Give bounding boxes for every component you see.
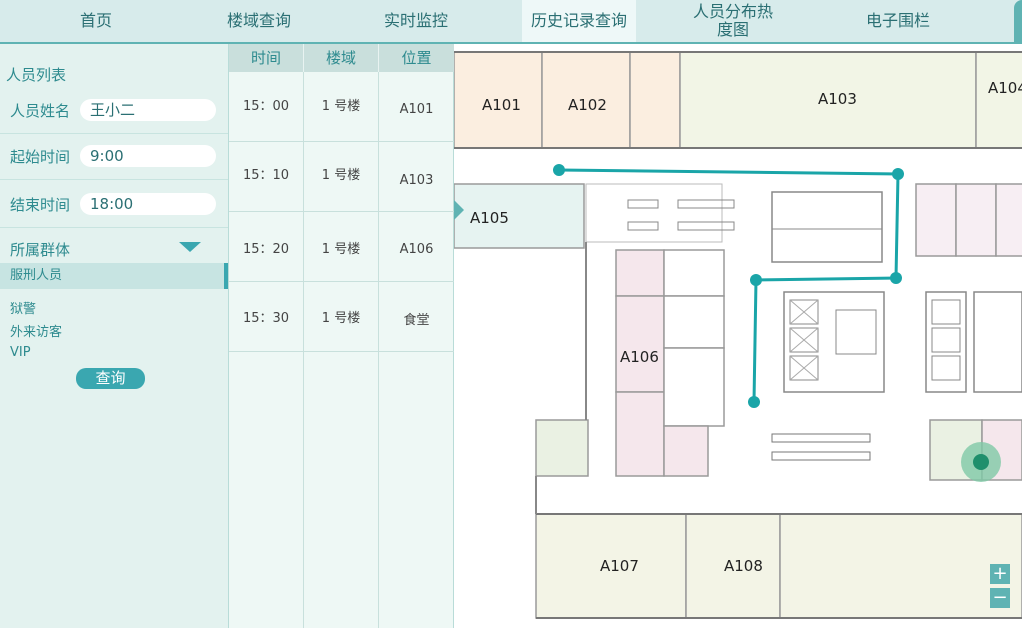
- cell-time: 15：20: [229, 212, 304, 282]
- column-divider: [303, 352, 304, 628]
- table-row[interactable]: 15：30 1 号楼 食堂: [229, 282, 454, 352]
- query-button[interactable]: 查询: [76, 368, 145, 389]
- room-label-a105: A105: [470, 209, 509, 227]
- current-position-marker[interactable]: [973, 454, 989, 470]
- room-label-a108: A108: [724, 557, 763, 575]
- table-header: 时间 楼域 位置: [229, 44, 454, 72]
- end-time-input[interactable]: [80, 193, 216, 215]
- section-title: 人员列表: [6, 66, 67, 84]
- name-label: 人员姓名: [10, 102, 71, 120]
- tab-building-query[interactable]: 楼域查询: [226, 11, 291, 30]
- name-row: 人员姓名: [0, 88, 228, 134]
- history-table: 时间 楼域 位置 15：00 1 号楼 A101 15：10 1 号楼 A103…: [229, 44, 454, 628]
- column-header-location: 位置: [401, 49, 432, 67]
- track-point[interactable]: [892, 168, 904, 180]
- group-item-vip[interactable]: VIP: [10, 345, 31, 360]
- room-label-a107: A107: [600, 557, 639, 575]
- track-point[interactable]: [748, 396, 760, 408]
- room-label-a104: A104: [988, 79, 1022, 97]
- group-item-guard[interactable]: 狱警: [10, 302, 37, 317]
- floor-plan-drawing: A101 A102 A103 A104 A105 A106 A107 A108: [454, 51, 1022, 619]
- room-a102b-shape: [629, 51, 681, 149]
- cell-building: 1 号楼: [304, 72, 379, 142]
- nav-corner-decoration: [1014, 0, 1022, 42]
- tab-geofence[interactable]: 电子围栏: [865, 11, 930, 30]
- tab-home[interactable]: 首页: [79, 11, 112, 30]
- room-a105-shape[interactable]: [454, 183, 585, 249]
- room-a106-shape[interactable]: [615, 295, 665, 393]
- track-point[interactable]: [890, 272, 902, 284]
- room-label-a102: A102: [568, 96, 607, 114]
- room-a108-shape[interactable]: [685, 513, 781, 619]
- cell-building: 1 号楼: [304, 282, 379, 352]
- group-item-inmate[interactable]: 服刑人员: [0, 263, 228, 289]
- cell-time: 15：30: [229, 282, 304, 352]
- room-a104-shape[interactable]: [975, 51, 1022, 149]
- group-item-visitor[interactable]: 外来访客: [10, 325, 63, 340]
- tab-heatmap[interactable]: 人员分布热度图: [692, 2, 773, 39]
- track-point[interactable]: [750, 274, 762, 286]
- top-nav: 首页 楼域查询 实时监控 历史记录查询 人员分布热度图 电子围栏: [0, 0, 1022, 44]
- cell-time: 15：00: [229, 72, 304, 142]
- zoom-out-button[interactable]: −: [990, 588, 1010, 608]
- zoom-in-button[interactable]: +: [990, 564, 1010, 584]
- floor-map[interactable]: A101 A102 A103 A104 A105 A106 A107 A108 …: [454, 44, 1022, 628]
- cell-building: 1 号楼: [304, 142, 379, 212]
- column-divider: [378, 352, 379, 628]
- tab-history-query[interactable]: 历史记录查询: [522, 0, 636, 42]
- cell-building: 1 号楼: [304, 212, 379, 282]
- cell-location: A103: [399, 173, 434, 188]
- table-row[interactable]: 15：00 1 号楼 A101: [229, 72, 454, 142]
- column-header-building: 楼域: [304, 44, 379, 72]
- room-a107-shape[interactable]: [535, 513, 687, 619]
- room-label-a101: A101: [482, 96, 521, 114]
- table-row[interactable]: 15：20 1 号楼 A106: [229, 212, 454, 282]
- table-row[interactable]: 15：10 1 号楼 A103: [229, 142, 454, 212]
- start-time-row: 起始时间: [0, 134, 228, 180]
- start-time-input[interactable]: [80, 145, 216, 167]
- column-header-time: 时间: [229, 44, 304, 72]
- tab-realtime-monitor[interactable]: 实时监控: [383, 11, 448, 30]
- track-point[interactable]: [553, 164, 565, 176]
- room-label-a106: A106: [620, 348, 659, 366]
- chevron-down-icon[interactable]: [179, 242, 201, 252]
- group-title: 所属群体: [10, 241, 71, 259]
- end-time-label: 结束时间: [10, 196, 71, 214]
- person-filter-panel: 人员列表 人员姓名 起始时间 结束时间 所属群体 服刑人员 狱警 外来访客 VI…: [0, 44, 229, 628]
- room-label-a103: A103: [818, 90, 857, 108]
- room-a101-shape[interactable]: [454, 51, 543, 149]
- start-time-label: 起始时间: [10, 148, 71, 166]
- room-a102-shape[interactable]: [541, 51, 631, 149]
- cell-time: 15：10: [229, 142, 304, 212]
- end-time-row: 结束时间: [0, 182, 228, 228]
- cell-location: A101: [399, 102, 434, 117]
- cell-location: 食堂: [403, 313, 430, 328]
- cell-location: A106: [399, 242, 434, 257]
- name-input[interactable]: [80, 99, 216, 121]
